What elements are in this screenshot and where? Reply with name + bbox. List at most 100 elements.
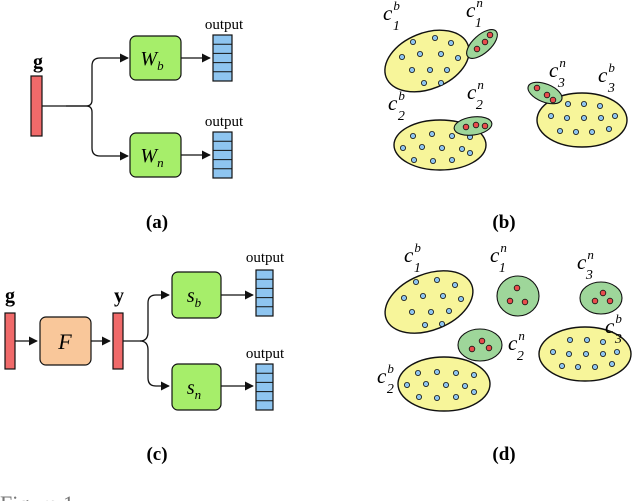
base-point-3 xyxy=(400,294,407,301)
cluster-d-c2n-points xyxy=(468,337,493,353)
cluster-d-c1b xyxy=(384,270,474,334)
cluster-c1b-points xyxy=(398,35,461,87)
output-label-bottom: output xyxy=(205,114,244,130)
output-label-bottom-c: output xyxy=(246,346,285,362)
base-point-8 xyxy=(557,127,564,134)
base-point-7 xyxy=(408,308,415,315)
base-point-4 xyxy=(403,381,410,388)
novel-point-0 xyxy=(533,84,541,92)
base-point-0 xyxy=(409,39,416,46)
base-point-2 xyxy=(597,103,604,110)
base-point-7 xyxy=(458,145,465,152)
base-point-2 xyxy=(448,132,455,139)
cluster-d-c2b-points xyxy=(403,368,477,401)
novel-point-1 xyxy=(543,91,551,99)
base-point-9 xyxy=(573,128,580,135)
base-point-5 xyxy=(422,380,429,387)
novel-point-0 xyxy=(462,123,470,131)
output-vector-bottom-c xyxy=(255,363,274,411)
caption-d: (d) xyxy=(492,444,515,465)
base-point-11 xyxy=(466,149,473,156)
footer-partial-text: Figure 1 xyxy=(0,491,74,501)
base-point-0 xyxy=(565,101,572,108)
base-point-10 xyxy=(421,321,428,328)
base-point-10 xyxy=(448,156,455,163)
base-point-3 xyxy=(398,54,405,61)
cluster-d-c1n xyxy=(496,275,540,317)
base-point-4 xyxy=(564,115,571,122)
base-point-9 xyxy=(443,67,450,74)
base-point-8 xyxy=(410,156,417,163)
base-point-11 xyxy=(437,80,444,87)
transform-label: F xyxy=(57,329,72,354)
base-point-10 xyxy=(420,80,427,87)
base-point-9 xyxy=(433,394,440,401)
arrow-to-sb xyxy=(139,290,170,342)
cluster-d-c3b-points xyxy=(550,336,621,370)
cluster-c2n-points xyxy=(462,121,489,131)
base-point-4 xyxy=(416,51,423,58)
novel-point-0 xyxy=(513,284,521,292)
base-point-8 xyxy=(426,67,433,74)
base-point-4 xyxy=(399,144,406,151)
novel-point-2 xyxy=(486,31,494,39)
novel-point-2 xyxy=(481,122,489,130)
base-point-3 xyxy=(470,371,477,378)
output-vector-top xyxy=(212,34,233,82)
novel-point-1 xyxy=(481,38,489,46)
base-point-7 xyxy=(461,382,468,389)
cluster-d-c1b-points xyxy=(400,276,464,328)
sb-head-label: sb xyxy=(187,285,202,310)
base-point-7 xyxy=(408,67,415,74)
base-point-1 xyxy=(433,368,440,375)
input-vector-bar-c xyxy=(4,312,16,370)
panel-a: g Wb Wn output output (a) xyxy=(30,17,244,233)
base-point-10 xyxy=(452,393,459,400)
base-point-5 xyxy=(583,350,590,357)
novel-point-0 xyxy=(473,45,481,53)
base-point-11 xyxy=(609,360,616,367)
base-point-8 xyxy=(415,393,422,400)
cluster-c3b-points xyxy=(548,101,619,135)
mid-vector-bar xyxy=(112,312,124,370)
base-point-1 xyxy=(584,336,591,343)
base-point-11 xyxy=(438,320,445,327)
base-point-5 xyxy=(418,143,425,150)
base-point-6 xyxy=(598,115,605,122)
base-point-9 xyxy=(429,157,436,164)
novel-point-1 xyxy=(599,289,607,297)
novel-head-label: Wn xyxy=(140,145,163,170)
cluster-d-c1n-points xyxy=(506,284,529,306)
base-point-5 xyxy=(581,115,588,122)
novel-point-2 xyxy=(549,96,557,104)
base-point-7 xyxy=(614,348,621,355)
caption-c: (c) xyxy=(146,444,167,465)
input-label-c: g xyxy=(5,285,15,307)
cluster-d-c2n xyxy=(457,328,503,362)
novel-point-0 xyxy=(468,345,476,353)
arrow-to-sn xyxy=(139,340,170,391)
cluster-c3n-points xyxy=(533,84,557,104)
cluster-c1b xyxy=(384,29,470,93)
base-point-3 xyxy=(548,113,555,120)
base-point-1 xyxy=(431,35,438,42)
base-point-6 xyxy=(457,295,464,302)
panel-c: g F y sb sn output output xyxy=(4,250,285,465)
output-vector-bottom xyxy=(212,131,233,179)
base-point-1 xyxy=(581,101,588,108)
base-point-2 xyxy=(452,369,459,376)
base-point-0 xyxy=(414,369,421,376)
novel-point-1 xyxy=(506,297,514,305)
novel-point-1 xyxy=(472,121,480,129)
base-point-5 xyxy=(437,51,444,58)
